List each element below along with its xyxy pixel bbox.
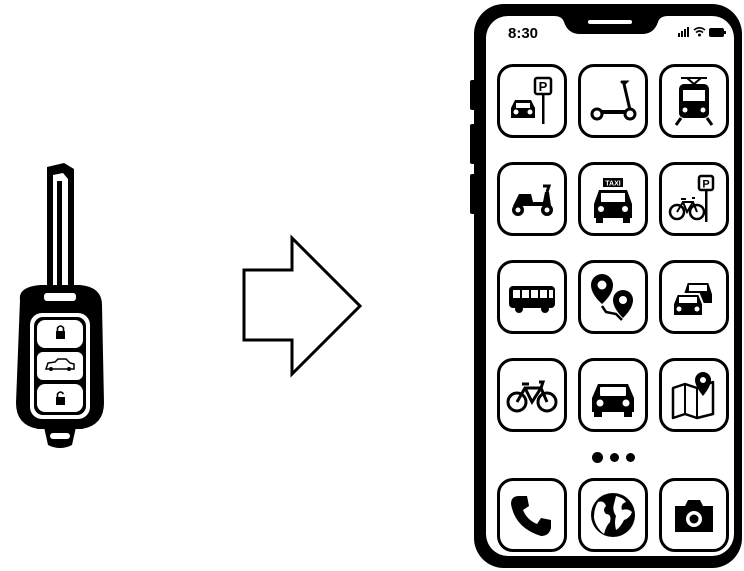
camera-icon[interactable]: [659, 478, 729, 552]
signal-icon: [678, 27, 690, 37]
svg-text:P: P: [702, 179, 709, 191]
page-dot[interactable]: [610, 453, 619, 462]
car-front-icon[interactable]: [578, 358, 648, 432]
bus-icon[interactable]: [497, 260, 567, 334]
page-indicator[interactable]: [592, 453, 635, 463]
taxi-icon[interactable]: TAXI: [578, 162, 648, 236]
wifi-icon: [693, 27, 706, 37]
status-time: 8:30: [508, 25, 538, 42]
tram-icon[interactable]: [659, 64, 729, 138]
car-parking-icon[interactable]: P: [497, 64, 567, 138]
bicycle-icon[interactable]: [497, 358, 567, 432]
bike-parking-icon[interactable]: P: [659, 162, 729, 236]
page-dot-active[interactable]: [592, 452, 603, 463]
svg-text:P: P: [539, 79, 548, 94]
phone-icon[interactable]: [497, 478, 567, 552]
car-key-icon: [0, 155, 120, 455]
scooter-icon[interactable]: [578, 64, 648, 138]
right-arrow-icon: [238, 232, 368, 382]
svg-text:TAXI: TAXI: [605, 181, 620, 188]
moped-icon[interactable]: [497, 162, 567, 236]
car-traffic-icon[interactable]: [659, 260, 729, 334]
route-pins-icon[interactable]: [578, 260, 648, 334]
page-dot[interactable]: [626, 453, 635, 462]
globe-icon[interactable]: [578, 478, 648, 552]
battery-icon: [709, 28, 726, 37]
status-indicators: [678, 25, 726, 39]
map-pin-icon[interactable]: [659, 358, 729, 432]
